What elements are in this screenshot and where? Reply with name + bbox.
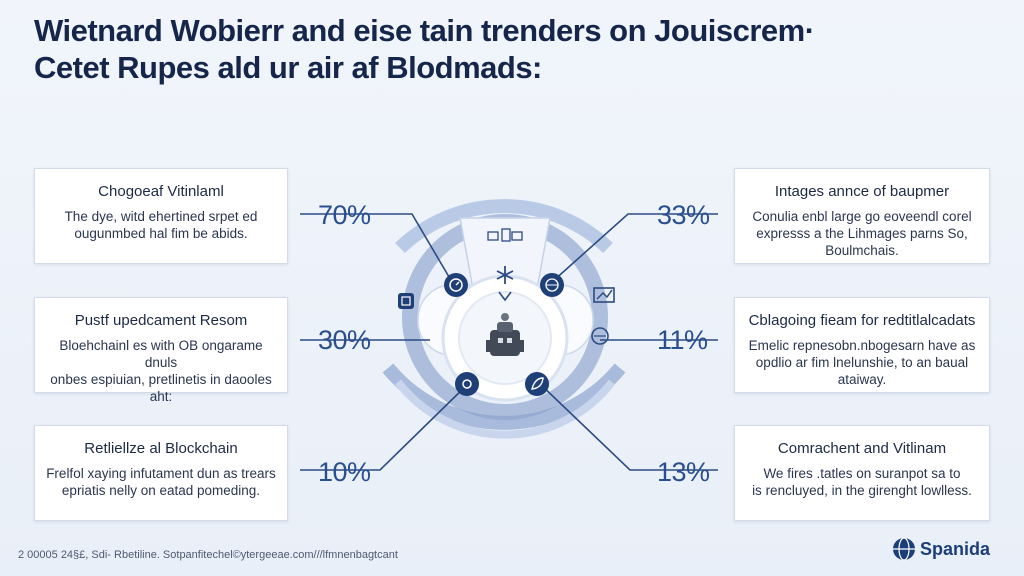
card-mid-left: Pustf upedcament Resom Bloehchainl es wi…	[34, 297, 288, 404]
brand-logo: Spanida	[892, 537, 990, 561]
clock-icon	[444, 273, 468, 297]
card-description: Conulia enbl large go eoveendl corel exp…	[752, 209, 972, 258]
card-title: Pustf upedcament Resom	[74, 312, 248, 329]
chart-icon	[593, 287, 615, 303]
connector-bot-left	[300, 381, 471, 471]
percent-top-left: 70%	[318, 200, 371, 230]
card-description: We fires .tatles on suranpot sa to is re…	[752, 466, 972, 498]
camera-icon	[455, 372, 479, 396]
outer-ring-bottom-2	[394, 379, 616, 439]
connector-bot-right	[537, 381, 718, 471]
card-mid-right: Cblagoing fieam for redtitlalcadats Emel…	[734, 297, 990, 393]
percent-mid-right: 11%	[657, 325, 708, 355]
tablet-icon	[398, 293, 414, 309]
card-description: The dye, witd ehertined srpet ed ougunmb…	[64, 209, 258, 241]
percent-bot-left: 10%	[318, 457, 371, 487]
outer-ring-bottom	[382, 363, 626, 430]
card-title: Chogoeaf Vitinlaml	[98, 183, 224, 200]
card-title: Intages annce of baupmer	[774, 183, 950, 200]
card-bot-left: Retliellze al Blockchain Frelfol xaying …	[34, 425, 288, 521]
robot-icon	[486, 313, 524, 356]
percent-top-right: 33%	[657, 200, 710, 230]
card-bot-right: Comrachent and Vitlinam We fires .tatles…	[734, 425, 990, 521]
card-title: Comrachent and Vitlinam	[777, 440, 947, 457]
card-title: Retliellze al Blockchain	[84, 440, 238, 457]
percent-bot-right: 13%	[657, 457, 710, 487]
percent-mid-left: 30%	[318, 325, 371, 355]
card-description: Frelfol xaying infutament dun as trears …	[46, 466, 276, 498]
card-description: Bloehchainl es with OB ongarame dnuls on…	[50, 338, 272, 404]
graph-icon	[591, 327, 609, 345]
brand-name: Spanida	[920, 538, 991, 559]
title-line-2: Cetet Rupes ald ur air af Blodmads:	[34, 50, 542, 85]
card-title: Cblagoing fieam for redtitlalcadats	[748, 312, 976, 329]
globe-icon	[540, 273, 564, 297]
card-top-right: Intages annce of baupmer Conulia enbl la…	[734, 168, 990, 264]
satellite-icon	[487, 228, 523, 242]
connector-top-left	[300, 213, 453, 283]
leaf-icon	[525, 372, 549, 396]
brand-globe-icon	[893, 537, 915, 561]
title-line-1: Wietnard Wobierr and eise tain trenders …	[34, 13, 815, 48]
outer-ring-top	[395, 199, 613, 254]
footer-text: 2 00005 24§£, Sdi- Rbetiline. Sotpanfite…	[18, 549, 398, 561]
page-title: Wietnard Wobierr and eise tain trenders …	[34, 12, 994, 86]
card-top-left: Chogoeaf Vitinlaml The dye, witd ehertin…	[34, 168, 288, 264]
card-description: Emelic repnesobn.nbogesarn have as opdli…	[748, 338, 976, 387]
connector-top-right	[551, 213, 718, 283]
snowflake-icon	[496, 266, 514, 302]
